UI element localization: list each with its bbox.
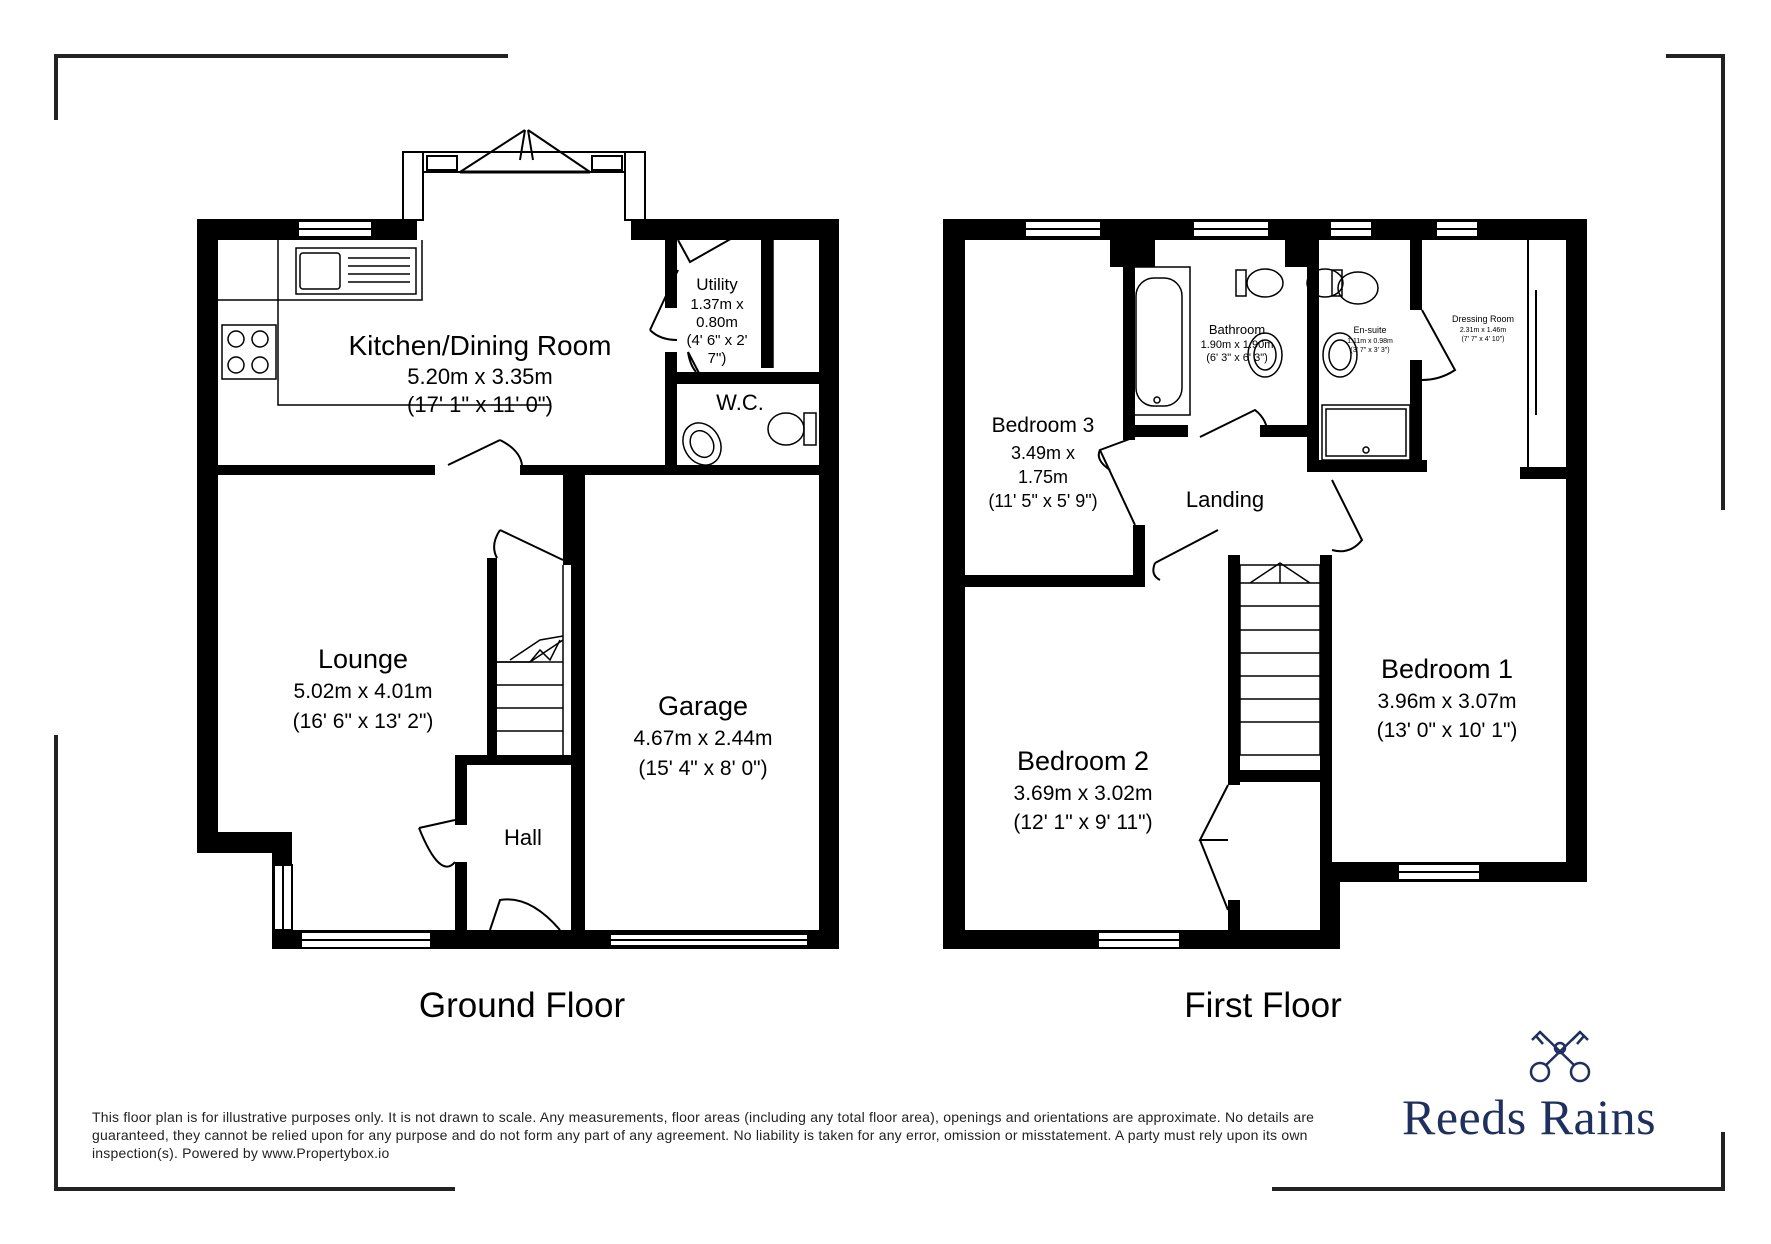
- bathroom-metric: 1.90m x 1.90m: [1201, 339, 1274, 351]
- ground-floor-plan: [197, 129, 839, 949]
- bathroom-name: Bathroom: [1209, 322, 1265, 337]
- garage-name: Garage: [658, 691, 748, 721]
- utility-metric-1: 1.37m x: [690, 296, 744, 313]
- kitchen-metric: 5.20m x 3.35m: [407, 364, 553, 389]
- bedroom3-imperial: (11' 5" x 5' 9"): [988, 491, 1097, 511]
- ensuite-imperial: (3' 7" x 3' 3"): [1350, 347, 1389, 354]
- wc-fittings: [682, 240, 817, 466]
- bedroom3-name: Bedroom 3: [992, 414, 1095, 437]
- kitchen-fittings: [218, 240, 550, 406]
- dressing-metric: 2.31m x 1.46m: [1460, 327, 1506, 334]
- bedroom2-name: Bedroom 2: [1017, 746, 1149, 776]
- bedroom2-imperial: (12' 1" x 9' 11"): [1013, 811, 1152, 834]
- crossed-keys-icon: [1529, 1030, 1591, 1083]
- landing-name: Landing: [1186, 487, 1264, 512]
- first-floor-doors: [1097, 240, 1537, 911]
- ensuite-name: En-suite: [1353, 325, 1386, 335]
- bedroom2-metric: 3.69m x 3.02m: [1014, 782, 1153, 805]
- utility-imperial-1: (4' 6" x 2': [686, 332, 747, 349]
- disclaimer-text: This floor plan is for illustrative purp…: [92, 1109, 1315, 1161]
- brand-logo-text: Reeds Rains: [1402, 1089, 1657, 1145]
- bedroom1-name: Bedroom 1: [1381, 654, 1513, 684]
- garage-metric: 4.67m x 2.44m: [634, 727, 773, 750]
- bathroom-imperial: (6' 3" x 6' 3"): [1206, 352, 1268, 364]
- ground-floor-walls: [197, 170, 839, 949]
- garage-imperial: (15' 4" x 8' 0"): [638, 757, 767, 780]
- ground-floor-windows: [273, 151, 809, 949]
- utility-imperial-2: 7"): [708, 350, 727, 367]
- bedroom3-metric-2: 1.75m: [1018, 467, 1068, 487]
- first-floor-walls: [943, 219, 1587, 949]
- ensuite-metric: 1.11m x 0.98m: [1347, 338, 1393, 345]
- dressing-imperial: (7' 7" x 4' 10"): [1461, 336, 1504, 343]
- first-floor-labels: Bedroom 3 3.49m x 1.75m (11' 5" x 5' 9")…: [988, 314, 1517, 1025]
- kitchen-name: Kitchen/Dining Room: [348, 330, 611, 361]
- ground-floor-labels: Kitchen/Dining Room 5.20m x 3.35m (17' 1…: [293, 275, 773, 1025]
- lounge-name: Lounge: [318, 644, 408, 674]
- utility-metric-2: 0.80m: [696, 314, 738, 331]
- bedroom1-imperial: (13' 0" x 10' 1"): [1377, 719, 1518, 742]
- ground-floor-caption: Ground Floor: [419, 986, 626, 1025]
- ground-floor-stairs: [497, 565, 564, 755]
- kitchen-imperial: (17' 1" x 11' 0"): [407, 392, 553, 417]
- first-floor-stairs: [1239, 562, 1321, 756]
- ground-floor-doors: [418, 129, 751, 931]
- page-frame: [54, 54, 1725, 1191]
- bedroom1-metric: 3.96m x 3.07m: [1378, 690, 1517, 713]
- bedroom3-metric-1: 3.49m x: [1011, 443, 1075, 463]
- bathroom-fittings: [1127, 266, 1411, 461]
- first-floor-plan: [943, 219, 1587, 949]
- dressing-name: Dressing Room: [1452, 314, 1514, 324]
- wc-name: W.C.: [716, 390, 764, 415]
- first-floor-caption: First Floor: [1184, 986, 1342, 1025]
- hall-name: Hall: [504, 825, 542, 850]
- lounge-metric: 5.02m x 4.01m: [294, 680, 433, 703]
- utility-name: Utility: [696, 275, 738, 294]
- lounge-imperial: (16' 6" x 13' 2"): [293, 710, 434, 733]
- first-floor-windows: [1024, 220, 1481, 949]
